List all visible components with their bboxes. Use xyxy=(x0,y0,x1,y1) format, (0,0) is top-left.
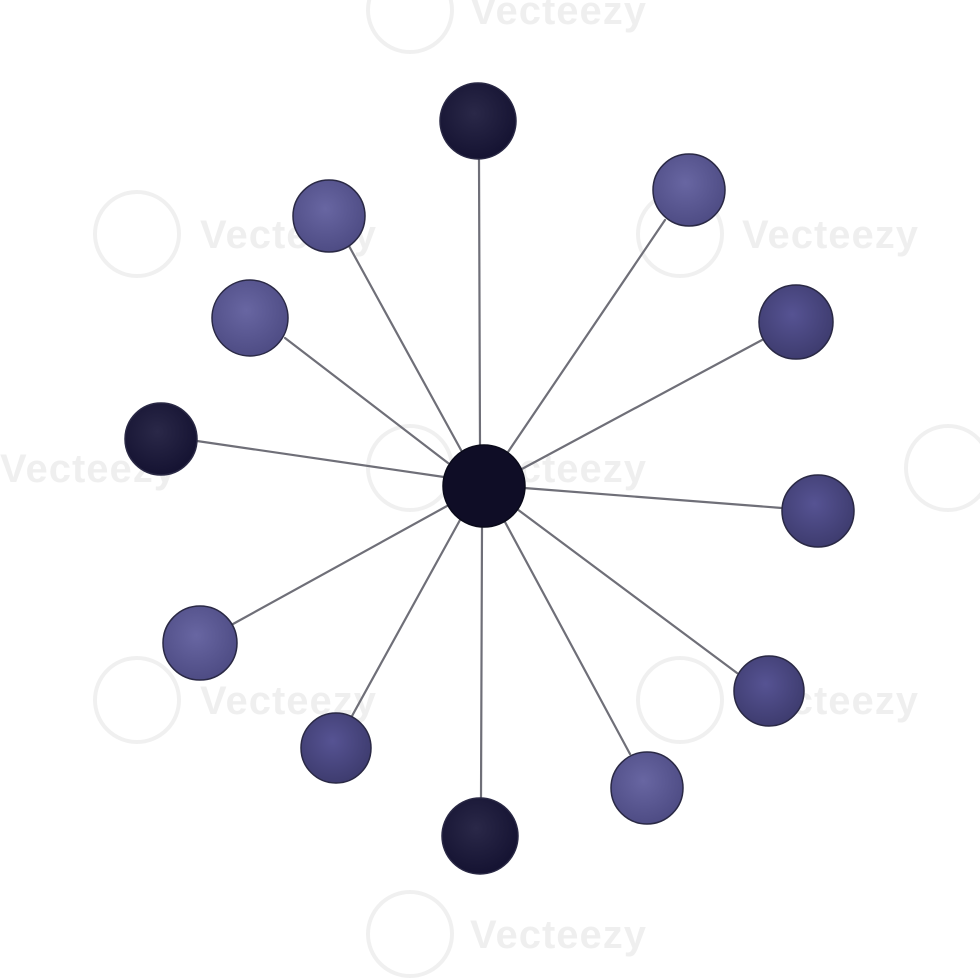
hub-node xyxy=(442,444,526,528)
watermark-logo-icon xyxy=(93,190,181,278)
spoke-line-bottom-right xyxy=(503,520,632,756)
spoke-line-left-lower xyxy=(231,504,449,626)
node-top-right xyxy=(652,153,726,227)
spoke-line-right xyxy=(522,486,784,510)
spoke-lines xyxy=(195,158,784,800)
watermark-logo-icon xyxy=(366,0,454,54)
node-right-upper xyxy=(758,284,834,360)
watermark-logo-icon xyxy=(366,890,454,978)
watermark-logo-icon xyxy=(904,424,980,512)
node-top xyxy=(439,82,517,160)
spoke-line-bottom-left xyxy=(350,518,462,718)
watermark-text: Vecteezy xyxy=(470,0,647,33)
node-left-lower xyxy=(162,605,238,681)
spoke-line-top xyxy=(477,158,482,448)
node-bottom-right xyxy=(610,751,684,825)
watermark-logo-icon xyxy=(93,656,181,744)
watermark-text: Vecteezy xyxy=(742,213,919,257)
spoke-line-right-lower xyxy=(515,507,739,675)
outer-nodes xyxy=(124,82,855,875)
watermark-logo-icon xyxy=(636,656,724,744)
spoke-line-left-upper xyxy=(283,336,450,465)
spoke-line-left xyxy=(195,439,446,479)
node-right xyxy=(781,474,855,548)
node-bottom-left xyxy=(300,712,372,784)
node-left xyxy=(124,402,198,476)
spoke-line-bottom xyxy=(479,525,484,800)
spoke-line-right-upper xyxy=(518,338,764,472)
node-bottom xyxy=(441,797,519,875)
node-right-lower xyxy=(733,655,805,727)
spoke-line-top-right xyxy=(506,218,667,454)
spoke-line-top-left xyxy=(347,244,463,452)
node-left-upper xyxy=(211,279,289,357)
node-top-left xyxy=(292,179,366,253)
watermark-text: Vecteezy xyxy=(470,913,647,957)
